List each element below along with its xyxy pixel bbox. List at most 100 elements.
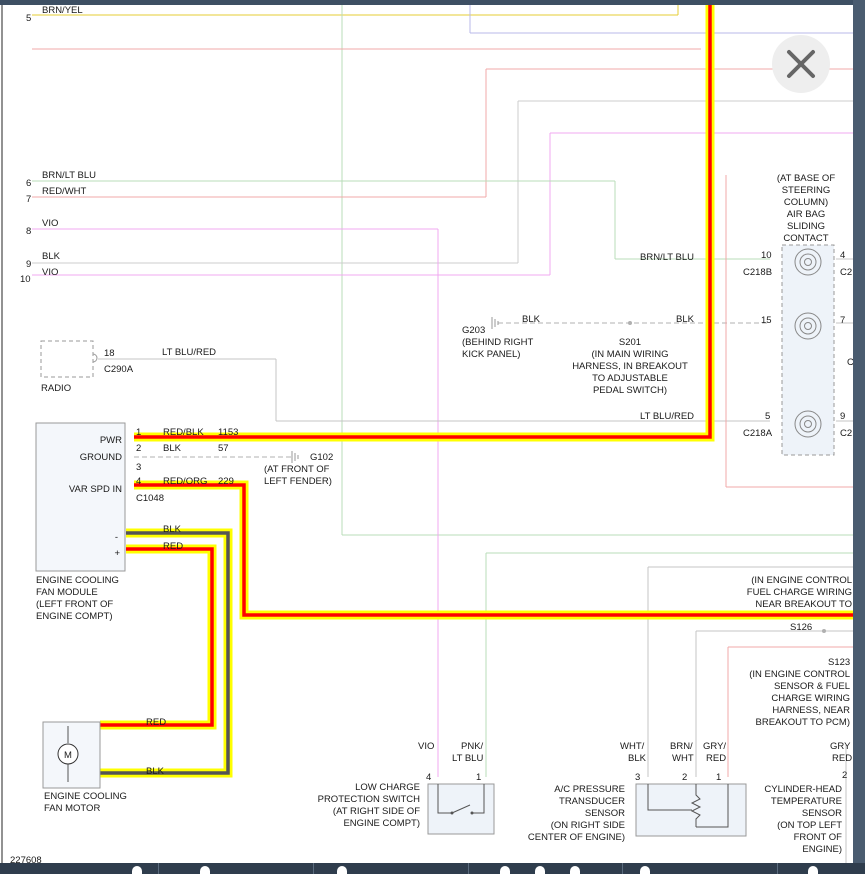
toolbar-button[interactable] — [500, 866, 510, 874]
left-wire-pin: 9 — [26, 259, 31, 270]
toolbar-button[interactable] — [132, 866, 142, 874]
toolbar-button[interactable] — [200, 866, 210, 874]
svg-text:(ON TOP LEFT: (ON TOP LEFT — [777, 820, 842, 831]
wiring-diagram: 5 BRN/YEL 6 BRN/LT BLU 7 RED/WHT 8 VIO 9… — [1, 5, 853, 863]
svg-text:S201: S201 — [619, 337, 641, 348]
radio-pin: 18 — [104, 348, 115, 359]
ac-pressure-transducer: WHT/ BLK BRN/ WHT GRY/ RED 3 2 1 A/C PRE… — [528, 741, 747, 843]
svg-text:57: 57 — [218, 443, 229, 454]
wire-red-org-229-glow — [134, 480, 853, 620]
svg-text:(ON RIGHT SIDE: (ON RIGHT SIDE — [551, 820, 625, 831]
wire-motor-red — [100, 547, 214, 727]
svg-text:RED/BLK: RED/BLK — [163, 427, 204, 438]
g203-s201-group: BLK BLK G203 (BEHIND RIGHT KICK PANEL) S… — [462, 252, 695, 422]
svg-text:KICK PANEL): KICK PANEL) — [462, 349, 520, 360]
svg-text:C218A: C218A — [743, 428, 773, 439]
svg-text:(BEHIND RIGHT: (BEHIND RIGHT — [462, 337, 533, 348]
left-wire-pin: 6 — [26, 178, 31, 189]
svg-text:C2: C2 — [840, 267, 852, 278]
svg-text:AIR BAG: AIR BAG — [787, 209, 826, 220]
svg-text:(AT RIGHT SIDE OF: (AT RIGHT SIDE OF — [333, 806, 420, 817]
svg-text:HARNESS, IN BREAKOUT: HARNESS, IN BREAKOUT — [572, 361, 688, 372]
svg-text:RED/ORG: RED/ORG — [163, 476, 207, 487]
left-wire-block: 5 BRN/YEL 6 BRN/LT BLU 7 RED/WHT 8 VIO 9… — [20, 5, 96, 285]
svg-text:TO ADJUSTABLE: TO ADJUSTABLE — [592, 373, 668, 384]
svg-text:RED: RED — [832, 753, 852, 764]
svg-text:SENSOR: SENSOR — [585, 808, 625, 819]
svg-text:CHARGE WIRING: CHARGE WIRING — [771, 693, 850, 704]
wire-motor-blk — [100, 531, 230, 775]
svg-text:229: 229 — [218, 476, 234, 487]
svg-text:WHT: WHT — [672, 753, 694, 764]
svg-text:BRN/: BRN/ — [670, 741, 693, 752]
svg-text:FRONT OF: FRONT OF — [794, 832, 843, 843]
svg-text:A/C PRESSURE: A/C PRESSURE — [554, 784, 625, 795]
low-charge-switch: VIO PNK/ LT BLU 4 1 LOW CHARGE PROTECTIO… — [318, 741, 495, 835]
svg-text:LT BLU/RED: LT BLU/RED — [640, 411, 694, 422]
figure-id: 227608 — [10, 855, 42, 863]
svg-text:G102: G102 — [310, 452, 333, 463]
left-wire-label: BRN/YEL — [42, 5, 83, 16]
highlighted-circuits — [100, 5, 853, 778]
svg-text:WHT/: WHT/ — [620, 741, 645, 752]
svg-text:CENTER OF ENGINE): CENTER OF ENGINE) — [528, 832, 625, 843]
fan-module-name: ENGINE COOLING — [36, 575, 119, 586]
toolbar-button[interactable] — [570, 866, 580, 874]
g102-ground: G102 (AT FRONT OF LEFT FENDER) — [264, 451, 333, 487]
engine-control-notes: (IN ENGINE CONTROL FUEL CHARGE WIRING NE… — [747, 575, 852, 728]
toolbar-button[interactable] — [337, 866, 347, 874]
toolbar-button[interactable] — [640, 866, 650, 874]
toolbar-button[interactable] — [808, 866, 818, 874]
svg-text:BLK: BLK — [628, 753, 647, 764]
svg-text:3: 3 — [136, 462, 141, 473]
svg-text:2: 2 — [842, 770, 847, 781]
svg-text:GRY: GRY — [830, 741, 851, 752]
fan-motor-component: M ENGINE COOLING FAN MOTOR — [42, 721, 127, 814]
motor-symbol: M — [64, 750, 72, 761]
svg-text:1153: 1153 — [218, 427, 238, 438]
svg-text:ENGINE COMPT): ENGINE COMPT) — [343, 818, 420, 829]
air-bag-sliding-contact: (AT BASE OF STEERING COLUMN) AIR BAG SLI… — [743, 173, 853, 456]
toolbar-separator — [468, 863, 469, 874]
viewer-scrollbar[interactable] — [853, 0, 865, 874]
svg-text:1: 1 — [476, 772, 481, 783]
svg-text:PNK/: PNK/ — [461, 741, 484, 752]
svg-text:HARNESS, NEAR: HARNESS, NEAR — [772, 705, 850, 716]
left-wire-label: RED/WHT — [42, 186, 87, 197]
svg-text:BREAKOUT TO PCM): BREAKOUT TO PCM) — [756, 717, 851, 728]
close-button[interactable] — [772, 35, 830, 93]
svg-text:4: 4 — [840, 250, 845, 261]
svg-text:FAN MOTOR: FAN MOTOR — [44, 803, 100, 814]
svg-text:(AT BASE OF: (AT BASE OF — [777, 173, 835, 184]
svg-text:BLK: BLK — [676, 314, 695, 325]
toolbar-button[interactable] — [535, 866, 545, 874]
svg-text:GRY/: GRY/ — [703, 741, 726, 752]
svg-text:15: 15 — [761, 315, 772, 326]
fan-module-connector: C1048 — [136, 493, 164, 504]
left-wire-pin: 5 — [26, 13, 31, 24]
fan-module-pin-label: + — [114, 548, 120, 559]
svg-text:S123: S123 — [828, 657, 850, 668]
svg-text:SLIDING: SLIDING — [787, 221, 825, 232]
svg-text:G203: G203 — [462, 325, 485, 336]
svg-text:BLK: BLK — [163, 524, 182, 535]
svg-text:ENGINE COOLING: ENGINE COOLING — [44, 791, 127, 802]
svg-text:(IN MAIN WIRING: (IN MAIN WIRING — [591, 349, 668, 360]
svg-text:3: 3 — [635, 772, 640, 783]
fan-module-component: PWR GROUND VAR SPD IN - + ENGINE COOLING… — [35, 422, 164, 622]
svg-text:(AT FRONT OF: (AT FRONT OF — [264, 464, 330, 475]
fan-module-pin-label: PWR — [100, 435, 122, 446]
diagram-sheet[interactable]: 5 BRN/YEL 6 BRN/LT BLU 7 RED/WHT 8 VIO 9… — [0, 5, 853, 863]
left-wire-label: BLK — [42, 251, 61, 262]
toolbar-separator — [313, 863, 314, 874]
svg-text:BLK: BLK — [163, 443, 182, 454]
cht-sensor: GRY RED 2 CYLINDER-HEAD TEMPERATURE SENS… — [764, 741, 852, 855]
toolbar-separator — [158, 863, 159, 874]
fan-module-wire-labels: 1 RED/BLK 1153 2 BLK 57 3 4 RED/ORG 229 … — [136, 427, 238, 777]
fan-module-name: FAN MODULE — [36, 587, 98, 598]
svg-text:NEAR BREAKOUT TO: NEAR BREAKOUT TO — [755, 599, 852, 610]
svg-text:TEMPERATURE: TEMPERATURE — [771, 796, 842, 807]
svg-text:SENSOR: SENSOR — [802, 808, 842, 819]
svg-text:S126: S126 — [790, 622, 812, 633]
